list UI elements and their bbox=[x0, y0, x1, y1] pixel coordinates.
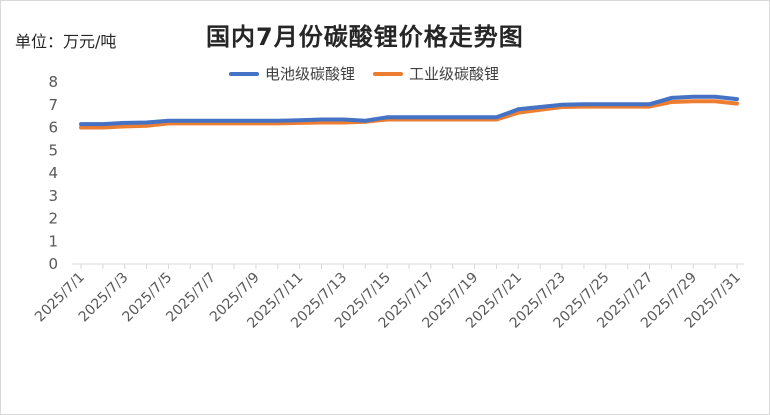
y-tick-label: 3 bbox=[48, 187, 58, 205]
y-tick-label: 2 bbox=[48, 210, 58, 228]
legend-swatch-battery bbox=[229, 71, 259, 76]
legend-item-battery: 电池级碳酸锂 bbox=[229, 63, 355, 84]
unit-label: 单位：万元/吨 bbox=[15, 32, 117, 51]
y-tick-label: 0 bbox=[48, 255, 58, 273]
y-tick-label: 6 bbox=[48, 119, 58, 137]
legend-label-industrial: 工业级碳酸锂 bbox=[409, 65, 500, 83]
legend-label-battery: 电池级碳酸锂 bbox=[265, 65, 356, 83]
legend-item-industrial: 工业级碳酸锂 bbox=[373, 63, 499, 84]
series-line-battery bbox=[79, 94, 739, 127]
y-tick-label: 8 bbox=[48, 73, 58, 91]
y-tick-label: 4 bbox=[48, 164, 58, 182]
chart-title: 国内7月份碳酸锂价格走势图 bbox=[206, 23, 524, 51]
legend: 电池级碳酸锂 工业级碳酸锂 bbox=[229, 63, 517, 84]
y-tick-label: 7 bbox=[48, 96, 58, 114]
y-tick-label: 1 bbox=[48, 232, 58, 250]
series-line-industrial bbox=[79, 99, 739, 130]
legend-swatch-industrial bbox=[373, 71, 404, 76]
y-tick-label: 5 bbox=[48, 141, 58, 159]
